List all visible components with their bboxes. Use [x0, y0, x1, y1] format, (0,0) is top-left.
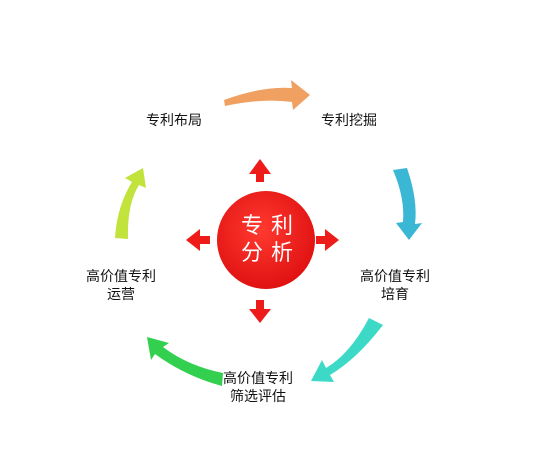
stage-operation-line2: 运营 — [107, 287, 135, 303]
stage-screening-line1: 高价值专利 — [223, 371, 293, 387]
stage-layout-line1: 专利布局 — [146, 113, 202, 129]
stage-cultivation-line1: 高价值专利 — [360, 269, 430, 285]
arrow-mining-to-cultivation — [393, 168, 422, 240]
radial-arrow-up — [249, 159, 271, 182]
stage-label-cultivation: 高价值专利 培育 — [360, 268, 430, 304]
stage-label-screening: 高价值专利 筛选评估 — [223, 370, 293, 406]
stage-cultivation-line2: 培育 — [381, 287, 409, 303]
radial-arrow-right — [316, 229, 339, 251]
center-circle — [217, 191, 315, 289]
stage-operation-line1: 高价值专利 — [86, 269, 156, 285]
radial-arrow-left — [186, 229, 210, 251]
stage-mining-line1: 专利挖掘 — [321, 113, 377, 129]
arrow-operation-to-layout — [115, 168, 146, 239]
center-title-line1: 专利 — [240, 214, 301, 239]
stage-label-operation: 高价值专利 运营 — [86, 268, 156, 304]
radial-arrow-down — [249, 300, 271, 323]
stage-screening-line2: 筛选评估 — [230, 389, 286, 405]
arrow-cultivation-to-screening — [311, 318, 383, 382]
stage-label-mining: 专利挖掘 — [321, 112, 377, 130]
arrow-screening-to-operation — [147, 337, 223, 386]
stage-label-layout: 专利布局 — [146, 112, 202, 130]
arrow-layout-to-mining — [224, 80, 310, 110]
center-title-line2: 分析 — [240, 241, 301, 266]
